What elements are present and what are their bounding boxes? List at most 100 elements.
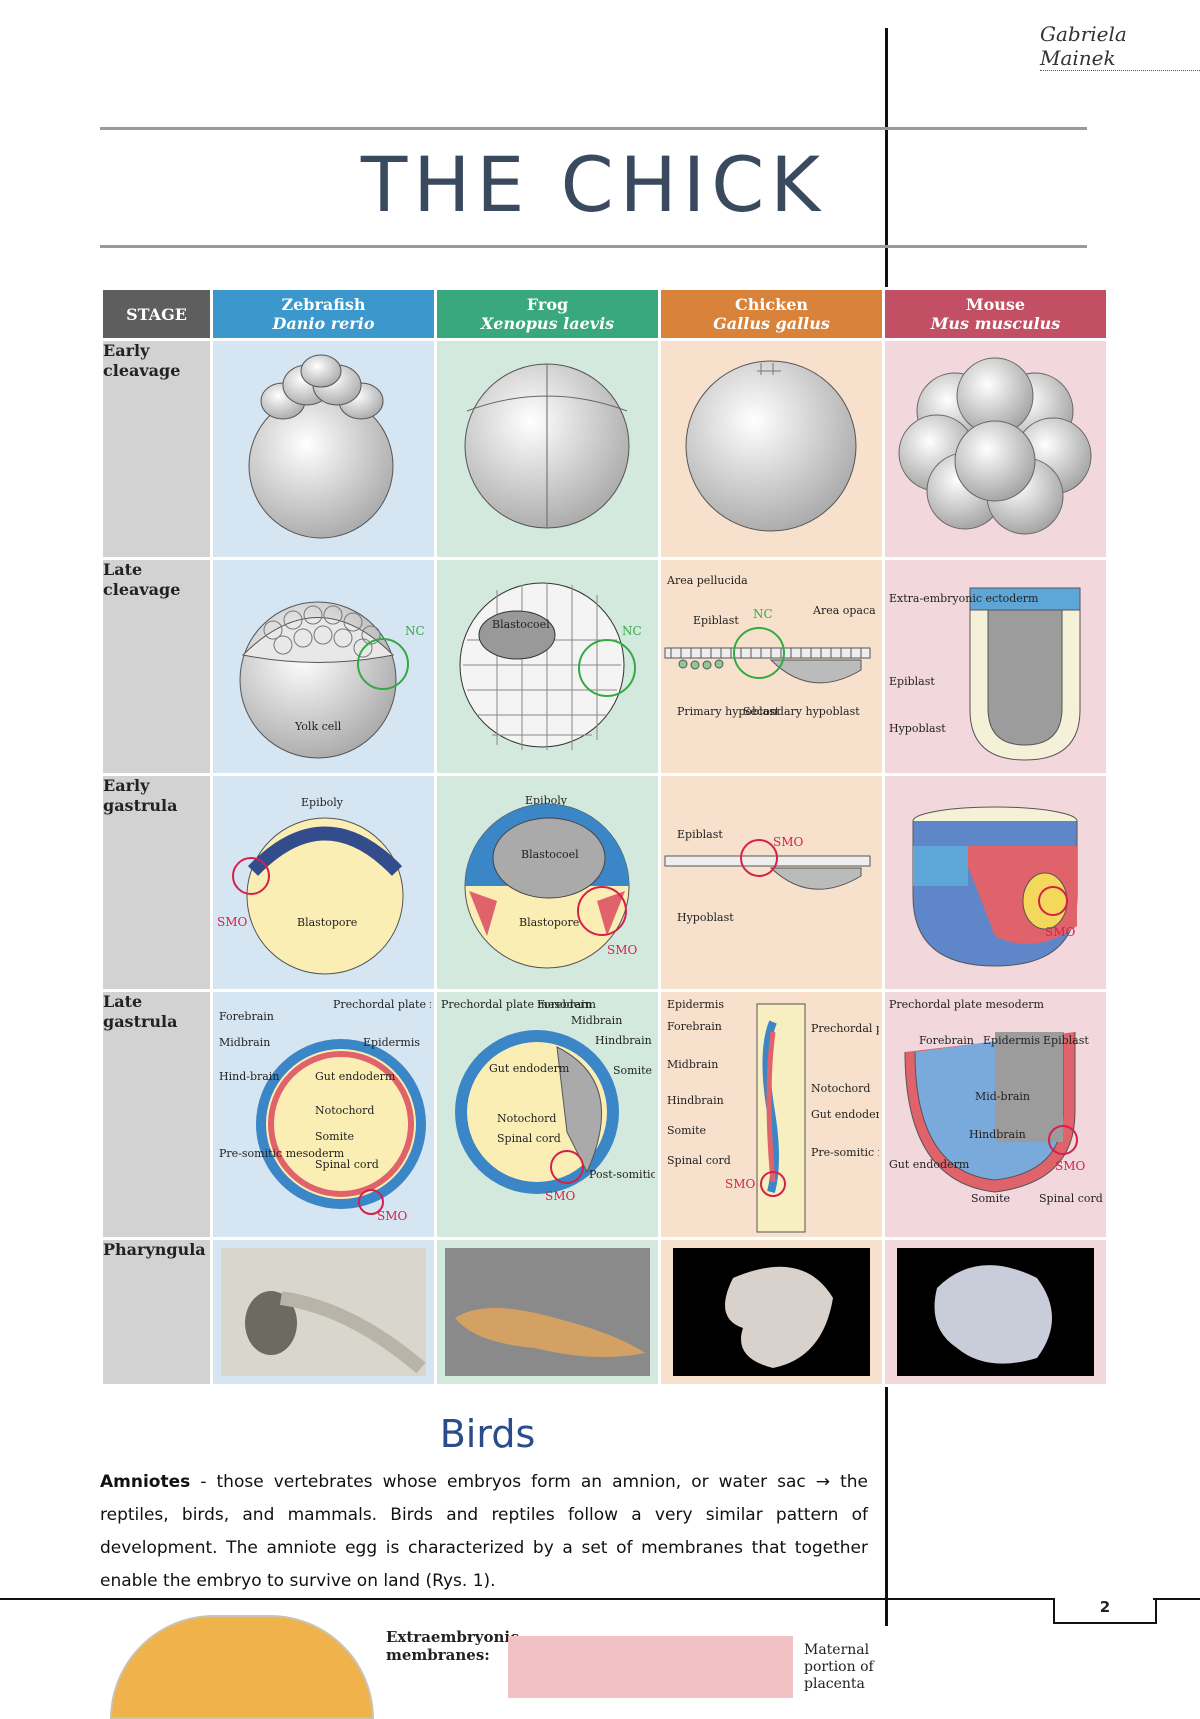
zebrafish-pharyngula xyxy=(210,1237,437,1387)
svg-text:Spinal cord: Spinal cord xyxy=(1039,1192,1103,1205)
svg-text:Notochord: Notochord xyxy=(315,1104,374,1117)
chicken-late-gastrula: Epidermis Forebrain Prechordal plate mes… xyxy=(658,989,885,1240)
svg-text:Pre-somitic mesoderm: Pre-somitic mesoderm xyxy=(219,1147,345,1160)
page-title: THE CHICK xyxy=(360,140,827,229)
svg-text:Epiblast: Epiblast xyxy=(1043,1034,1089,1047)
svg-text:Somite: Somite xyxy=(315,1130,354,1143)
svg-text:Hypoblast: Hypoblast xyxy=(677,911,734,924)
svg-text:Gut endoderm: Gut endoderm xyxy=(889,1158,970,1171)
svg-text:Pre-somitic mesoderm: Pre-somitic mesoderm xyxy=(811,1146,879,1159)
svg-text:Prechordal plate mesoderm: Prechordal plate mesoderm xyxy=(333,998,431,1011)
svg-text:Post-somitic mesoderm: Post-somitic mesoderm xyxy=(589,1168,655,1181)
svg-text:Epiboly: Epiboly xyxy=(525,794,568,807)
svg-text:SMO: SMO xyxy=(1055,1159,1086,1173)
svg-text:Gut endoderm: Gut endoderm xyxy=(489,1062,570,1075)
svg-text:Forebrain: Forebrain xyxy=(667,1020,722,1033)
mouse-early-cleavage xyxy=(882,338,1109,560)
row-label-late-cleavage: Late cleavage xyxy=(100,557,213,776)
svg-text:Forebrain: Forebrain xyxy=(919,1034,974,1047)
chicken-early-gastrula: Epiblast SMO Hypoblast xyxy=(658,773,885,992)
frog-late-cleavage: Blastocoel NC xyxy=(434,557,661,776)
svg-text:Yolk cell: Yolk cell xyxy=(294,720,342,733)
zebrafish-embryo-photo xyxy=(221,1248,426,1376)
svg-text:Somite: Somite xyxy=(971,1192,1010,1205)
table-row: Late gastrula Forebrain Prechordal plate… xyxy=(100,989,1109,1240)
svg-text:SMO: SMO xyxy=(1045,925,1076,939)
svg-text:SMO: SMO xyxy=(773,835,804,849)
svg-text:Blastocoel: Blastocoel xyxy=(492,618,550,631)
svg-text:Somite: Somite xyxy=(667,1124,706,1137)
svg-text:Hypoblast: Hypoblast xyxy=(889,722,946,735)
chicken-early-cleavage xyxy=(658,338,885,560)
svg-text:Extra-embryonic ectoderm: Extra-embryonic ectoderm xyxy=(889,592,1039,605)
svg-text:Area pellucida: Area pellucida xyxy=(666,574,748,587)
chicken-embryo-photo xyxy=(673,1248,870,1376)
chicken-late-cleavage: Area pellucida Epiblast NC Area opaca Pr… xyxy=(658,557,885,776)
svg-text:Area opaca: Area opaca xyxy=(812,604,876,617)
zebrafish-late-gastrula: Forebrain Prechordal plate mesoderm Midb… xyxy=(210,989,437,1240)
table-row: Late cleavage NC Yolk cell Blastocoel xyxy=(100,557,1109,776)
zebrafish-early-cleavage xyxy=(210,338,437,560)
svg-text:Prechordal plate mesoderm: Prechordal plate mesoderm xyxy=(811,1022,879,1035)
svg-text:Hindbrain: Hindbrain xyxy=(969,1128,1026,1141)
svg-text:Notochord: Notochord xyxy=(497,1112,556,1125)
table-row: Early gastrula Epiboly SMO Blastopore Ep… xyxy=(100,773,1109,992)
svg-text:Midbrain: Midbrain xyxy=(571,1014,622,1027)
svg-text:Spinal cord: Spinal cord xyxy=(497,1132,561,1145)
svg-text:Epiblast: Epiblast xyxy=(677,828,723,841)
frog-early-gastrula: Epiboly Blastocoel Blastopore SMO xyxy=(434,773,661,992)
frog-late-gastrula: Prechordal plate mesoderm Forebrain Midb… xyxy=(434,989,661,1240)
svg-text:NC: NC xyxy=(753,607,773,621)
author-signature: Gabriela Mainek xyxy=(1040,22,1200,71)
svg-text:Epiblast: Epiblast xyxy=(693,614,739,627)
title-rule-top xyxy=(100,127,1087,130)
row-label-late-gastrula: Late gastrula xyxy=(100,989,213,1240)
svg-text:SMO: SMO xyxy=(725,1177,756,1191)
svg-text:Forebrain: Forebrain xyxy=(537,998,592,1011)
svg-text:Blastocoel: Blastocoel xyxy=(521,848,579,861)
stage-header: STAGE xyxy=(100,287,213,341)
svg-text:NC: NC xyxy=(405,624,425,638)
svg-text:Epidermis: Epidermis xyxy=(363,1036,420,1049)
svg-text:Notochord: Notochord xyxy=(811,1082,870,1095)
table-row: Pharyngula xyxy=(100,1237,1109,1387)
svg-text:Hindbrain: Hindbrain xyxy=(595,1034,652,1047)
frog-pharyngula xyxy=(434,1237,661,1387)
svg-text:Prechordal plate mesoderm: Prechordal plate mesoderm xyxy=(889,998,1044,1011)
svg-text:Blastopore: Blastopore xyxy=(519,916,579,929)
frog-early-cleavage xyxy=(434,338,661,560)
svg-text:Forebrain: Forebrain xyxy=(219,1010,274,1023)
svg-text:Secondary hypoblast: Secondary hypoblast xyxy=(743,705,860,718)
svg-text:Midbrain: Midbrain xyxy=(667,1058,718,1071)
row-label-early-gastrula: Early gastrula xyxy=(100,773,213,992)
svg-text:NC: NC xyxy=(622,624,642,638)
svg-text:Midbrain: Midbrain xyxy=(219,1036,270,1049)
svg-text:Hind-brain: Hind-brain xyxy=(219,1070,279,1083)
zebrafish-early-gastrula: Epiboly SMO Blastopore xyxy=(210,773,437,992)
svg-text:Primary hypoblast: Primary hypoblast xyxy=(677,705,780,718)
table-row: Early cleavage xyxy=(100,338,1109,560)
svg-text:Blastopore: Blastopore xyxy=(297,916,357,929)
svg-text:Epidermis: Epidermis xyxy=(983,1034,1040,1047)
svg-text:Prechordal plate mesoderm: Prechordal plate mesoderm xyxy=(441,998,596,1011)
svg-text:Epiboly: Epiboly xyxy=(301,796,344,809)
chicken-pharyngula xyxy=(658,1237,885,1387)
svg-text:Spinal cord: Spinal cord xyxy=(667,1154,731,1167)
title-rule-bottom xyxy=(100,245,1087,248)
svg-text:SMO: SMO xyxy=(545,1189,576,1203)
frog-embryo-photo xyxy=(445,1248,650,1376)
egg-illustration xyxy=(110,1615,374,1719)
svg-text:Gut endoderm: Gut endoderm xyxy=(315,1070,396,1083)
page-number: 2 xyxy=(1053,1598,1157,1624)
section-heading: Birds xyxy=(439,1412,536,1456)
paragraph-text: - those vertebrates whose embryos form a… xyxy=(100,1472,868,1591)
mouse-embryo-photo xyxy=(897,1248,1094,1376)
svg-text:Epidermis: Epidermis xyxy=(667,998,724,1011)
svg-text:Gut endoderm: Gut endoderm xyxy=(811,1108,879,1121)
paragraph: Amniotes - those vertebrates whose embry… xyxy=(100,1466,868,1598)
svg-text:Somite: Somite xyxy=(613,1064,652,1077)
